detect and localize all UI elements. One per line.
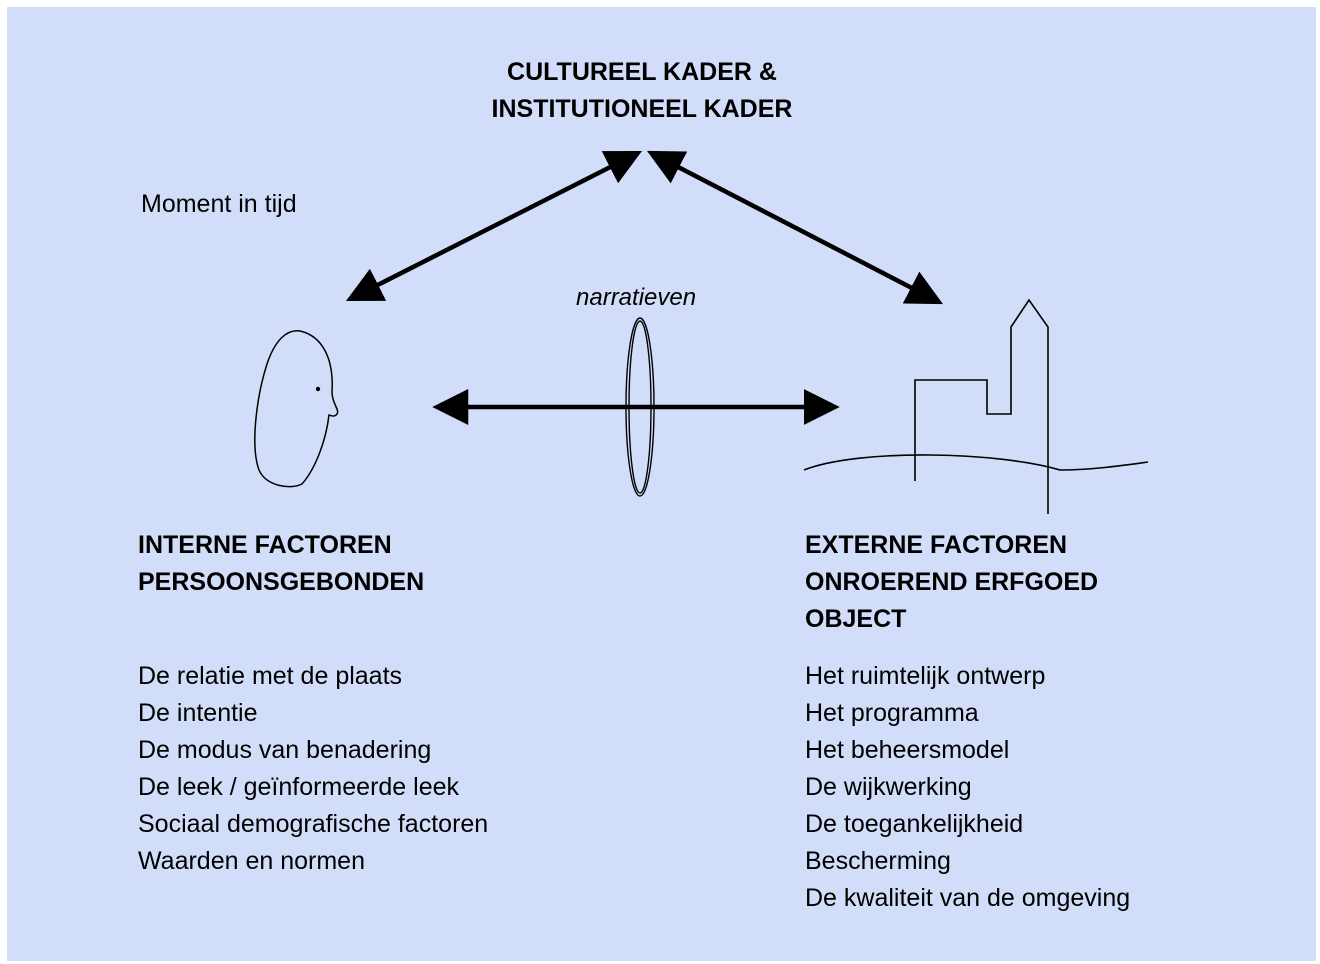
list-item: De kwaliteit van de omgeving [805,884,1131,912]
internal-heading-line1: INTERNE FACTOREN [138,531,392,559]
list-item: Waarden en normen [138,847,365,875]
heritage-building-icon [803,298,1149,514]
list-item: Het programma [805,699,979,727]
external-heading: EXTERNE FACTOREN ONROEREND ERFGOED OBJEC… [805,527,1098,638]
list-item: De toegankelijkheid [805,810,1024,838]
list-item: De wijkwerking [805,773,972,801]
arrow-person-frame [345,150,643,302]
list-item: Sociaal demografische factoren [138,810,489,838]
external-heading-line2: ONROEREND ERFGOED [805,568,1099,596]
external-heading-line3: OBJECT [805,605,907,633]
internal-heading: INTERNE FACTOREN PERSOONSGEBONDEN [138,527,424,601]
list-item: Bescherming [805,847,951,875]
list-item: De intentie [138,699,258,727]
list-item: De leek / geïnformeerde leek [138,773,460,801]
moment-label: Moment in tijd [141,190,297,218]
external-heading-line1: EXTERNE FACTOREN [805,531,1068,559]
lens-label: narratieven [576,284,697,311]
frame-title-line1: CULTUREEL KADER & [507,58,777,86]
list-item: Het beheersmodel [805,736,1010,764]
internal-factor-list: De relatie met de plaats De intentie De … [138,658,488,880]
frame-title-line2: INSTITUTIONEEL KADER [491,95,793,123]
list-item: Het ruimtelijk ontwerp [805,662,1046,690]
external-factor-list: Het ruimtelijk ontwerp Het programma Het… [805,658,1130,917]
head-icon [254,330,339,488]
internal-heading-line2: PERSOONSGEBONDEN [138,568,425,596]
arrow-frame-object [647,150,943,305]
lens-icon [625,317,655,497]
list-item: De relatie met de plaats [138,662,403,690]
frame-title: CULTUREEL KADER & INSTITUTIONEEL KADER [392,54,892,128]
list-item: De modus van benadering [138,736,432,764]
